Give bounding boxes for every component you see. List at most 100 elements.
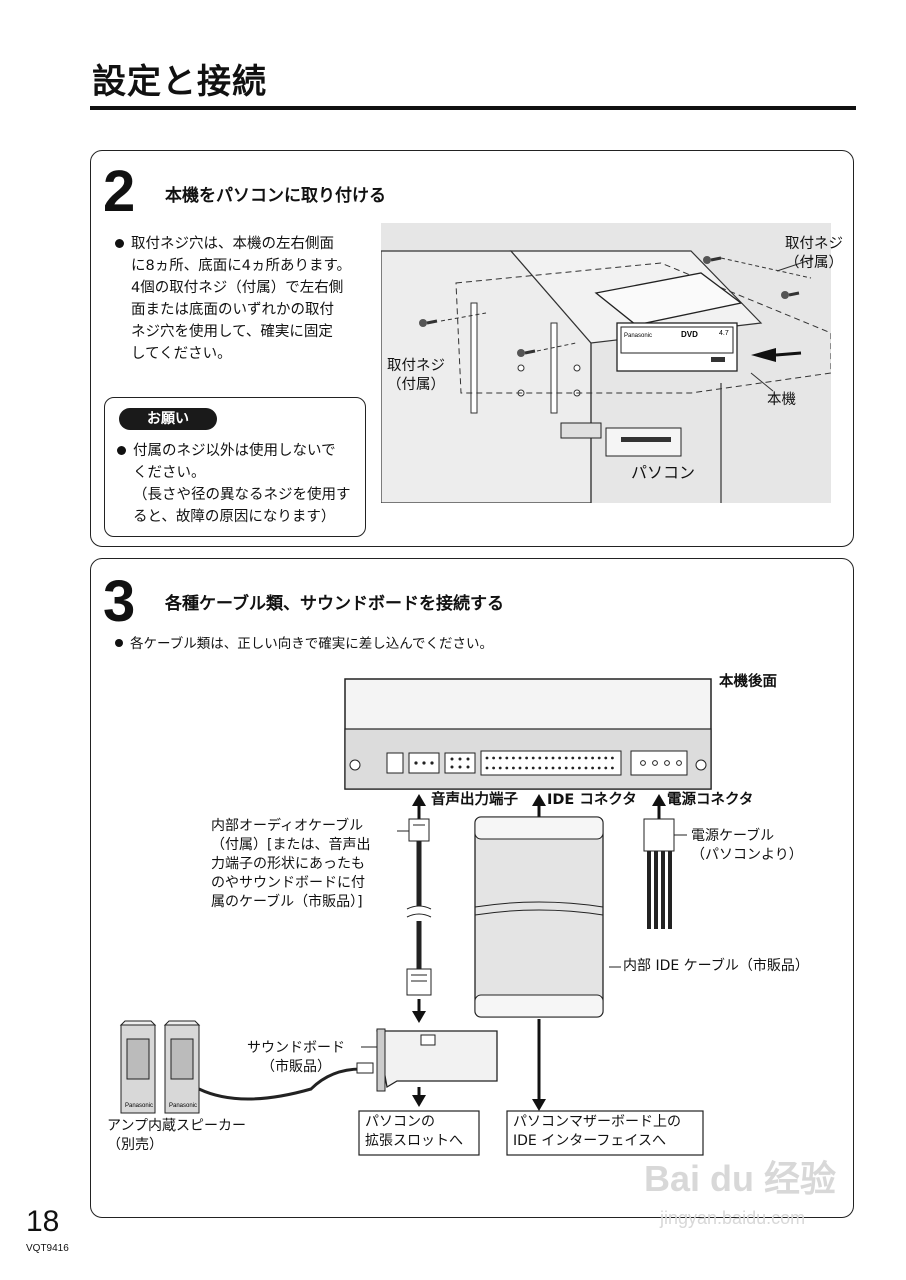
- watermark-logo: Bai du 经验: [644, 1158, 837, 1199]
- instruction-line: ネジ穴を使用して、確実に固定: [131, 324, 333, 340]
- ide-pin: [538, 756, 542, 760]
- speaker-icon: [119, 1020, 157, 1114]
- caution-line: 付属のネジ以外は使用しないで: [117, 440, 363, 462]
- sound-board-label: サウンドボード （市販品）: [247, 1040, 345, 1075]
- instruction-line: に8ヵ所、底面に4ヵ所あります。: [131, 258, 351, 274]
- title-rule: [90, 106, 856, 110]
- ide-pin: [525, 766, 528, 770]
- instruction-line: 4個の取付ネジ（付属）で左右側: [131, 280, 344, 296]
- ide-pin: [604, 766, 608, 770]
- ide-pin: [485, 766, 489, 770]
- step-3-box: 3 各種ケーブル類、サウンドボードを接続する 各ケーブル類は、正しい向きで確実に…: [90, 558, 854, 1218]
- screw-label-right: 取付ネジ （付属）: [785, 236, 843, 271]
- power-cable-label: 電源ケーブル （パソコンより）: [691, 828, 803, 863]
- speaker-brand: Panasonic: [169, 1103, 197, 1109]
- ide-pin: [531, 766, 535, 770]
- ide-pin: [518, 756, 522, 760]
- to-expansion-slot-label: パソコンの 拡張スロットへ: [365, 1114, 463, 1149]
- drive-installation-figure: Panasonic DVD 4.7: [381, 223, 831, 503]
- sound-board: [376, 1028, 498, 1092]
- audio-out-connector: [386, 752, 440, 774]
- caution-tag: お願い: [119, 408, 217, 430]
- ide-pin: [492, 756, 495, 760]
- caution-line: （長さや径の異なるネジを使用す: [133, 487, 351, 503]
- ide-pin: [538, 766, 542, 770]
- caution-text: 付属のネジ以外は使用しないで ください。 （長さや径の異なるネジを使用す ると、…: [117, 440, 363, 528]
- caution-line: ると、故障の原因になります）: [133, 509, 336, 525]
- speaker-brand: Panasonic: [125, 1103, 153, 1109]
- ide-pin: [558, 766, 561, 770]
- screw-icon: [703, 256, 722, 264]
- document-code: VQT9416: [26, 1243, 69, 1254]
- to-motherboard-label: パソコンマザーボード上の IDE インターフェイスへ: [513, 1114, 681, 1149]
- step-2-instructions: 取付ネジ穴は、本機の左右側面 に8ヵ所、底面に4ヵ所あります。 4個の取付ネジ（…: [115, 233, 377, 365]
- drive-speed: 4.7: [719, 330, 729, 337]
- ide-pin: [551, 756, 555, 760]
- drive-logo: DVD: [681, 330, 698, 339]
- instruction-line: 面または底面のいずれかの取付: [131, 302, 334, 318]
- page-number: 18: [26, 1205, 60, 1238]
- step-3-number: 3: [103, 569, 136, 634]
- ide-pin: [545, 756, 548, 760]
- ide-pin: [558, 756, 561, 760]
- caution-note: お願い 付属のネジ以外は使用しないで ください。 （長さや径の異なるネジを使用す…: [104, 397, 366, 537]
- ide-pin: [485, 756, 489, 760]
- ide-pin: [604, 756, 608, 760]
- instruction-line: してください。: [131, 346, 232, 362]
- speakers-label: アンプ内蔵スピーカー （別売）: [107, 1118, 247, 1153]
- step-2-box: 2 本機をパソコンに取り付ける 取付ネジ穴は、本機の左右側面 に8ヵ所、底面に4…: [90, 150, 854, 547]
- bullet-icon: [115, 639, 123, 647]
- power-connector: [630, 750, 688, 776]
- ide-pin: [591, 756, 594, 760]
- screw-label-left: 取付ネジ （付属）: [387, 358, 445, 393]
- ide-connector: [480, 750, 622, 776]
- ide-pin: [505, 756, 509, 760]
- ide-pin: [571, 756, 575, 760]
- power-connector-label: 電源コネクタ: [667, 792, 754, 808]
- ide-pin: [578, 756, 581, 760]
- ide-pin: [492, 766, 495, 770]
- ide-pin: [512, 766, 515, 770]
- ide-pin: [505, 766, 509, 770]
- watermark-url: jingyan.baidu.com: [660, 1208, 806, 1228]
- ide-pin: [597, 756, 601, 760]
- drive-brand: Panasonic: [624, 333, 652, 339]
- ide-pin: [551, 766, 555, 770]
- ide-pin: [571, 766, 575, 770]
- ide-connector-label: IDE コネクタ: [547, 792, 637, 808]
- caution-line: ください。: [133, 465, 206, 481]
- ide-pin: [564, 766, 568, 770]
- pc-label: パソコン: [631, 463, 696, 482]
- step-2-number: 2: [103, 159, 136, 224]
- ide-pin: [564, 756, 568, 760]
- speaker-icon: [163, 1020, 201, 1114]
- ide-pin: [498, 766, 502, 770]
- ide-pin: [611, 766, 614, 770]
- step-3-instruction: 各ケーブル類は、正しい向きで確実に差し込んでください。: [115, 633, 493, 655]
- step-3-heading: 各種ケーブル類、サウンドボードを接続する: [165, 594, 504, 614]
- screw-icon: [517, 349, 536, 357]
- bullet-icon: [117, 445, 126, 455]
- ide-pin: [525, 756, 528, 760]
- page-title: 設定と接続: [92, 62, 267, 102]
- ide-pin: [512, 756, 515, 760]
- audio-out-label: 音声出力端子: [431, 792, 518, 808]
- step-2-heading: 本機をパソコンに取り付ける: [165, 186, 386, 206]
- ide-pin: [545, 766, 548, 770]
- rear-panel-label: 本機後面: [719, 674, 777, 690]
- ide-pin: [584, 766, 588, 770]
- ide-pin: [584, 756, 588, 760]
- cable-connection-figure: Panasonic Panasonic: [119, 678, 712, 1156]
- ide-pin: [597, 766, 601, 770]
- ide-cable-label: 内部 IDE ケーブル（市販品）: [623, 958, 809, 974]
- ide-pin: [531, 756, 535, 760]
- screw-icon: [781, 291, 800, 299]
- screw-icon: [419, 319, 438, 327]
- ide-pin: [498, 756, 502, 760]
- ide-pin: [518, 766, 522, 770]
- ide-pin: [591, 766, 594, 770]
- jumper-block: [444, 752, 476, 774]
- instruction-line: 取付ネジ穴は、本機の左右側面: [115, 233, 377, 255]
- ide-pin: [611, 756, 614, 760]
- bullet-icon: [115, 238, 124, 248]
